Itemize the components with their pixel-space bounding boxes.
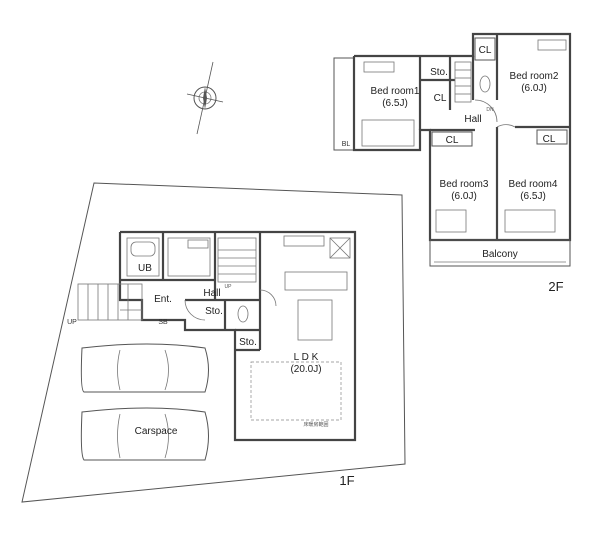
car-icon	[80, 343, 209, 393]
second-floor-plan: Bed room1 (6.5J) Bed room2 (6.0J) Bed ro…	[333, 32, 572, 294]
sb-label: SB	[158, 319, 168, 326]
ldk-label: L D K	[294, 352, 319, 363]
closet-label-3: CL	[446, 135, 459, 146]
first-floor-label: 1F	[339, 473, 354, 488]
bedroom4-label: Bed room4	[509, 179, 558, 190]
bedroom1-size: (6.5J)	[382, 98, 408, 109]
up-small-label: UP	[225, 284, 233, 290]
ub-label: UB	[138, 263, 152, 274]
closet-label-1: CL	[434, 93, 447, 104]
ldk-size: (20.0J)	[290, 364, 321, 375]
bedroom2-label: Bed room2	[510, 71, 559, 82]
up-label: UP	[67, 319, 77, 326]
balcony-label: Balcony	[482, 249, 518, 260]
closet-label-2: CL	[479, 45, 492, 56]
storage-2f-label: Sto.	[430, 67, 448, 78]
car-icon	[80, 407, 209, 461]
bedroom3-size: (6.0J)	[451, 191, 477, 202]
storage-1f-label-2: Sto.	[239, 337, 257, 348]
bl-label: BL	[342, 141, 351, 148]
compass-icon	[186, 61, 224, 135]
hall-1f-label: Hall	[203, 288, 220, 299]
second-floor-label: 2F	[548, 279, 563, 294]
floor-heating-note: 床暖房範囲	[303, 421, 328, 428]
first-floor-plan: L D K (20.0J) UB Ent. Hall Sto. Sto. SB …	[21, 182, 406, 503]
storage-1f-label-1: Sto.	[205, 306, 223, 317]
bedroom3-label: Bed room3	[440, 179, 489, 190]
closet-label-4: CL	[543, 134, 556, 145]
entrance-label: Ent.	[154, 294, 172, 305]
dn-label: DN	[486, 107, 494, 113]
carspace-label: Carspace	[135, 426, 178, 437]
bedroom1-label: Bed room1	[371, 86, 420, 97]
hall-2f-label: Hall	[464, 114, 481, 125]
bedroom4-size: (6.5J)	[520, 191, 546, 202]
bedroom2-size: (6.0J)	[521, 83, 547, 94]
